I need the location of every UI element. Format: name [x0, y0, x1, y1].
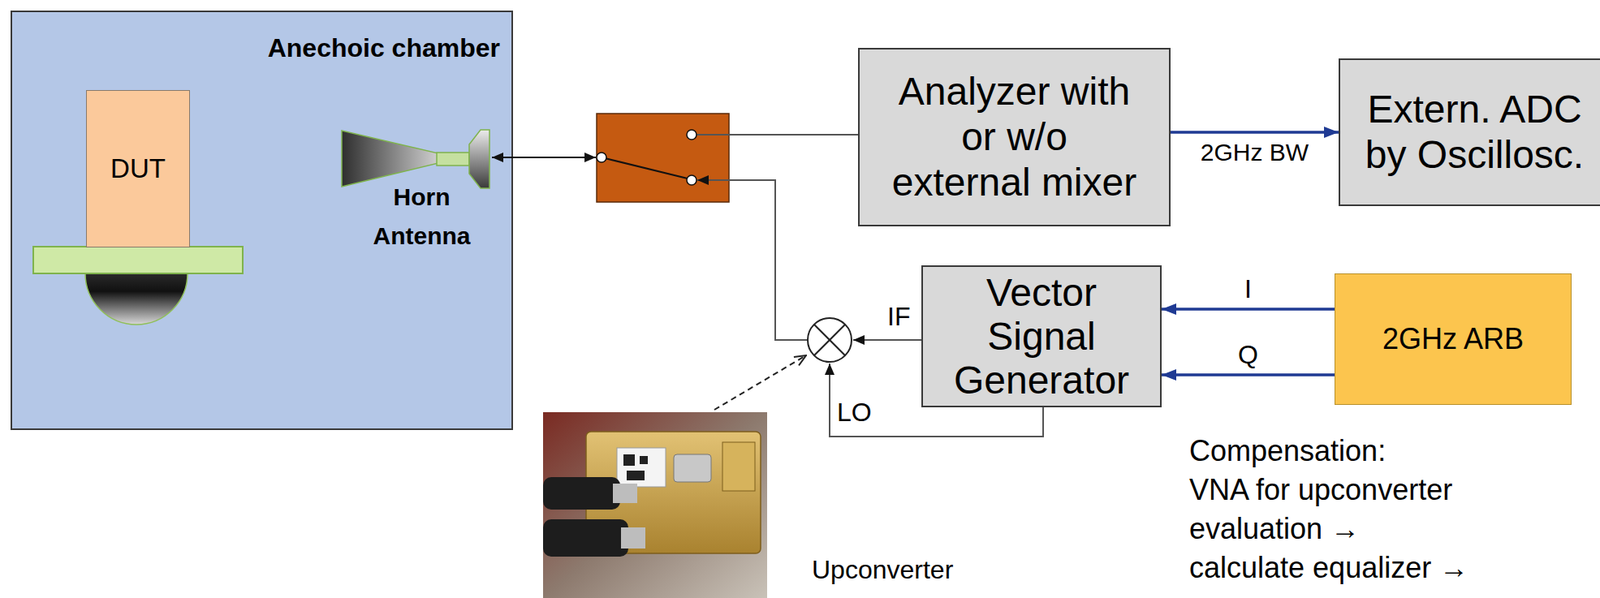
photo-qr: [626, 470, 645, 481]
photo-sma-cable: [543, 477, 621, 510]
horn-cone: [341, 130, 439, 187]
part-name: Upconverter: [811, 555, 954, 586]
photo-qr: [623, 454, 635, 466]
switch-arm: [601, 157, 688, 179]
node-title: DUT: [110, 153, 166, 185]
photo-sma-nut: [621, 527, 646, 549]
edge-label: I: [1244, 274, 1252, 305]
edge-label: 2GHz BW: [1200, 138, 1309, 167]
analyzer-box: Analyzer with or w/o external mixer: [858, 47, 1171, 227]
horn-flange: [469, 129, 490, 189]
switch-contact: [686, 129, 697, 140]
node-title: Anechoic chamber: [267, 33, 501, 64]
photo-sma-cable: [543, 519, 629, 557]
signal-arrow: [1170, 130, 1339, 134]
antenna-label-box: Horn Antenna: [353, 172, 491, 262]
dut-box: DUT: [86, 90, 190, 248]
photo-qr: [639, 456, 648, 465]
mixer-cross: [814, 324, 846, 356]
signal-arrow: [1161, 307, 1335, 311]
photo-connector: [673, 454, 712, 483]
upconverter-photo: [543, 412, 768, 598]
dut-mount-dome: [85, 273, 188, 325]
switch-contact: [686, 175, 697, 186]
node-title: Analyzer with or w/o external mixer: [889, 69, 1140, 206]
node-title: Vector Signal Generator: [940, 271, 1143, 403]
edge-label: Q: [1237, 340, 1259, 371]
rf-switch: [596, 113, 729, 203]
node-title: Extern. ADC by Oscillosc.: [1353, 86, 1597, 178]
if-wire: [853, 339, 922, 341]
mixer-symbol: [807, 318, 852, 363]
signal-name: IF: [887, 301, 910, 333]
dut-turntable: [33, 246, 243, 274]
switch-pivot: [596, 152, 607, 163]
signal-arrow: [1161, 373, 1335, 377]
note-text: Compensation:: [1189, 431, 1386, 471]
photo-flange: [722, 442, 755, 492]
adc-box: Extern. ADC by Oscillosc.: [1338, 58, 1600, 207]
rf-wire: [491, 156, 596, 159]
photo-sma-nut: [612, 483, 638, 504]
analyzer-wire: [696, 133, 859, 136]
node-title: 2GHz ARB: [1382, 322, 1524, 357]
leader-line: [714, 355, 807, 410]
arb-box: 2GHz ARB: [1334, 273, 1572, 406]
horn-waveguide: [436, 152, 470, 166]
chamber-region: Anechoic chamberDUT Horn Antenna: [10, 10, 514, 431]
mixer-cross: [814, 324, 846, 356]
photo-sticker: [616, 448, 666, 488]
generator-box: Vector Signal Generator: [921, 265, 1162, 408]
node-title: Horn Antenna: [362, 177, 481, 256]
upconverter-wire: [697, 180, 807, 341]
signal-name: LO: [836, 397, 872, 428]
note-text: VNA for upconverter evaluation → calcula…: [1189, 470, 1476, 588]
